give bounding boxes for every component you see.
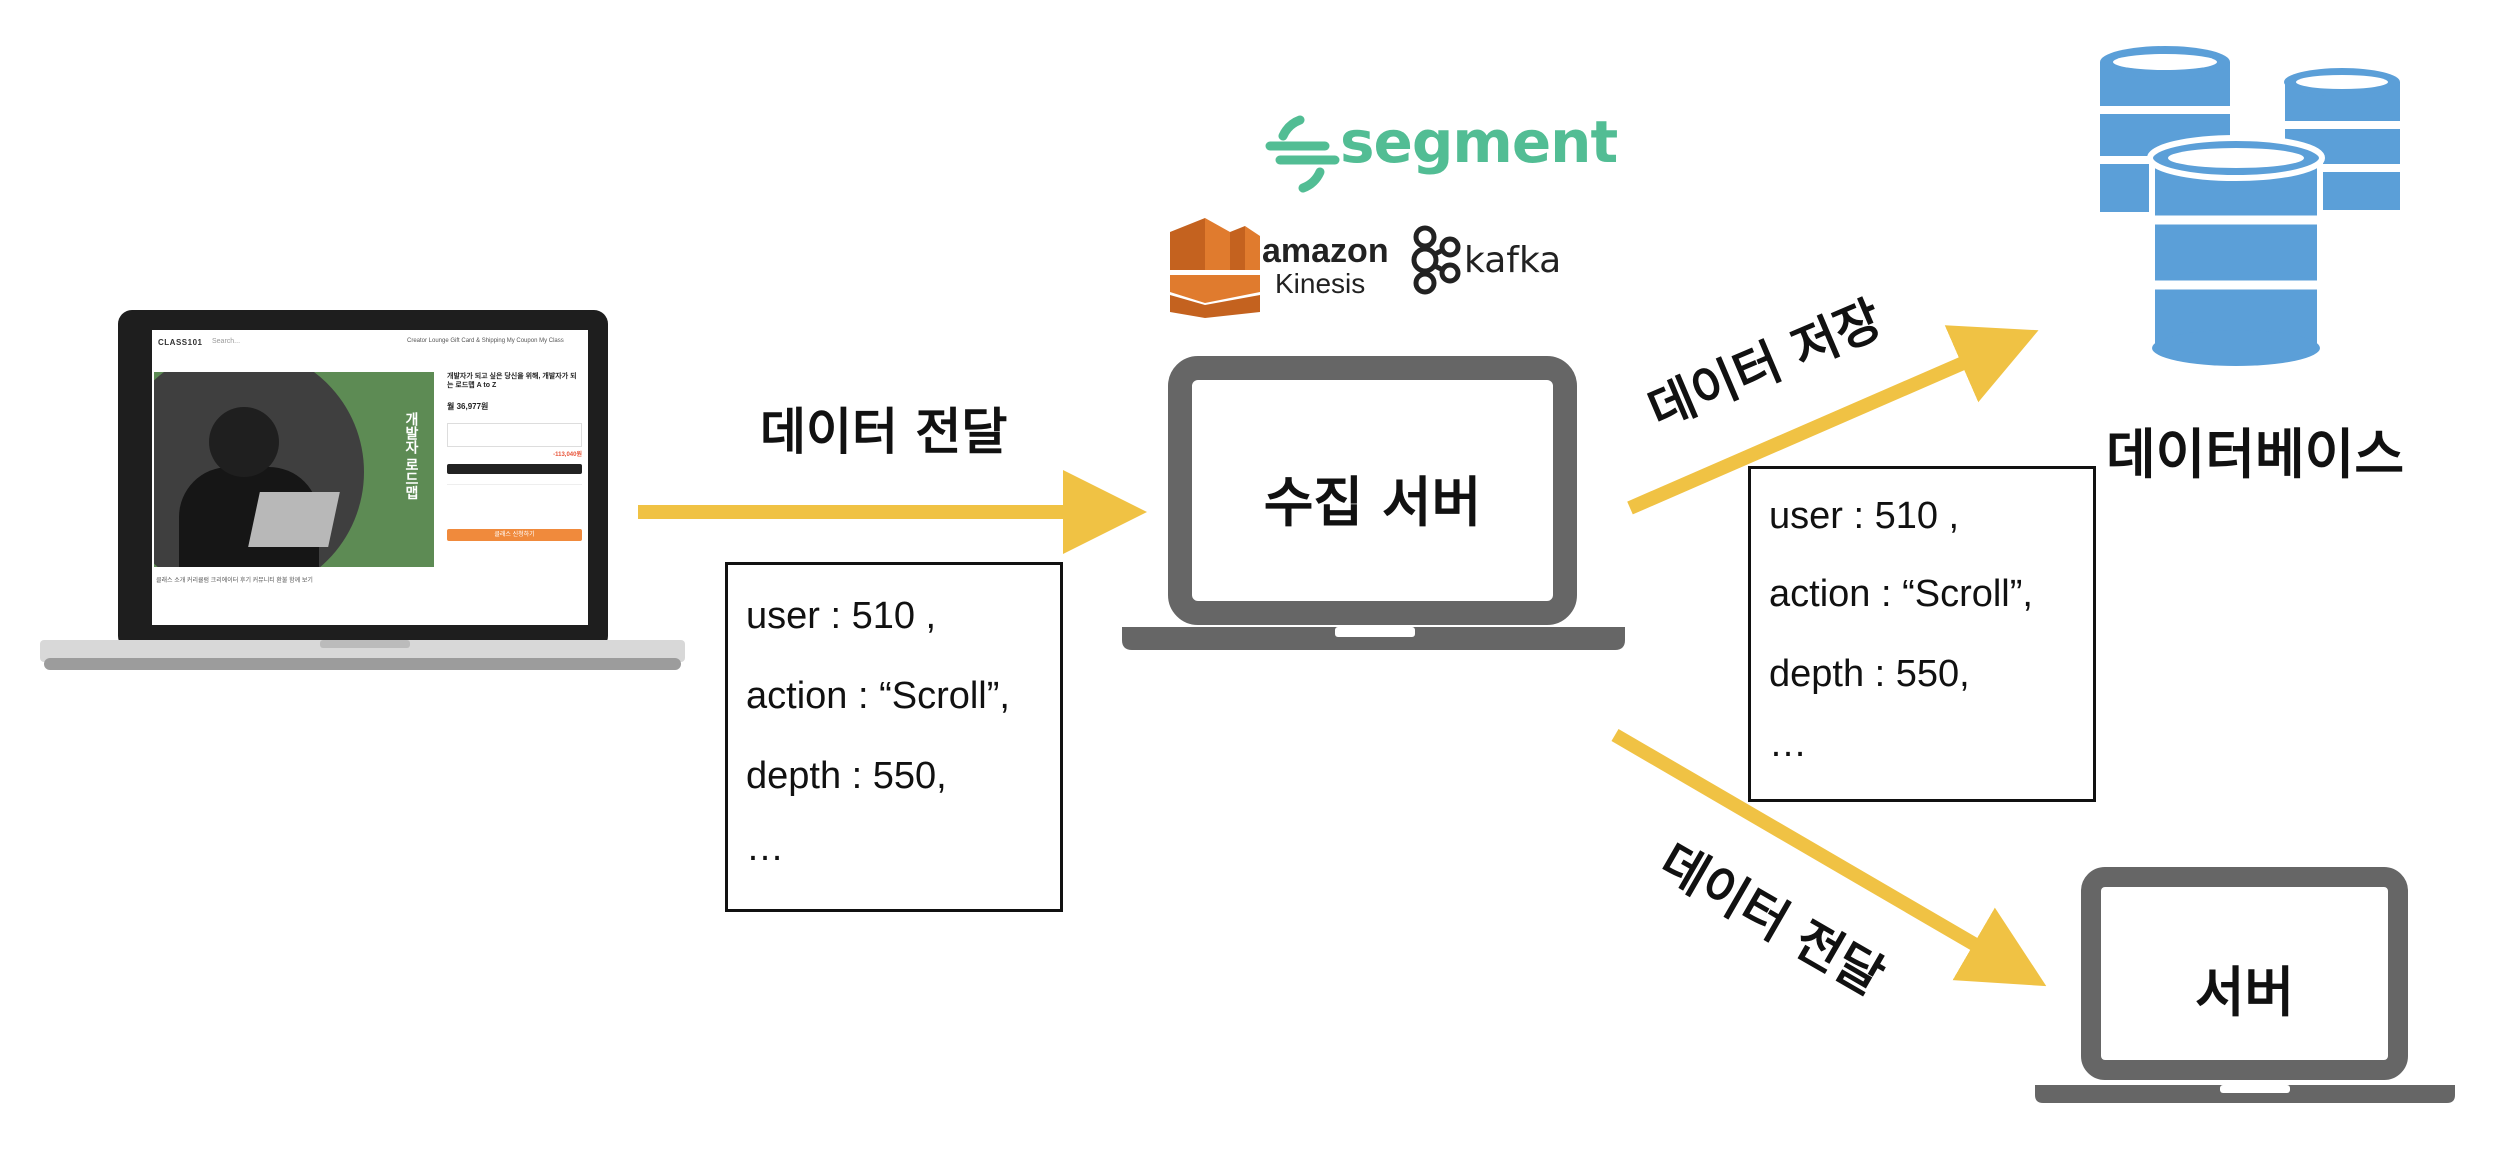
web-hero-image: 개발자 로드맵 — [154, 372, 434, 567]
payload-line: … — [746, 827, 784, 869]
client-web-page: CLASS101 Search... Creator Lounge Gift C… — [152, 330, 588, 625]
web-course-title: 개발자가 되고 싶은 당신을 위해, 개발자가 되는 로드맵 A to Z — [447, 373, 577, 389]
server-laptop — [2035, 867, 2455, 1103]
arrow-collector-to-db — [1627, 325, 2039, 515]
segment-logo-icon — [1265, 115, 1340, 193]
segment-logo: segment — [1340, 108, 1618, 176]
kinesis-logo-icon — [1170, 218, 1260, 318]
web-nav-links[interactable]: Creator Lounge Gift Card & Shipping My C… — [407, 338, 564, 344]
arrow-collector-to-server — [1611, 728, 2047, 987]
payload-box-right: user : 510 , action : “Scroll”, depth : … — [1748, 466, 2096, 802]
kafka-logo-icon — [1411, 225, 1461, 295]
payload-box-left: user : 510 , action : “Scroll”, depth : … — [725, 562, 1063, 912]
web-search-input[interactable]: Search... — [212, 338, 241, 345]
payload-line: … — [1769, 723, 1807, 765]
payload-line: user : 510 , — [1769, 495, 1960, 537]
web-discount: -113,040원 — [553, 452, 582, 458]
node-label-server: 서버 — [2194, 961, 2295, 1024]
web-tabs[interactable]: 클래스 소개 커리큘럼 크리에이터 후기 커뮤니티 환불 함께 보기 — [156, 578, 313, 584]
payload-line: depth : 550, — [746, 755, 947, 797]
payload-line: action : “Scroll”, — [746, 675, 1010, 717]
web-cta-button[interactable]: 클래스 신청하기 — [447, 529, 582, 541]
node-label-database: 데이터베이스 — [2105, 423, 2405, 486]
payload-line: action : “Scroll”, — [1769, 573, 2033, 615]
database-icon — [2100, 46, 2400, 366]
payload-line: user : 510 , — [746, 595, 937, 637]
edge-label-client-to-collector: 데이터 전달 — [760, 403, 1008, 461]
web-hero-title: 개발자 로드맵 — [404, 412, 420, 500]
payload-line: depth : 550, — [1769, 653, 1970, 695]
node-label-collector: 수집 서버 — [1263, 471, 1482, 534]
amazon-logo-text: amazon — [1262, 232, 1389, 270]
web-course-price: 월 36,977원 — [447, 402, 489, 411]
collector-laptop — [1122, 356, 1625, 650]
kafka-logo-text: kafka — [1464, 240, 1562, 281]
web-brand-logo: CLASS101 — [158, 338, 203, 347]
web-nav-bar: CLASS101 Search... Creator Lounge Gift C… — [152, 330, 588, 356]
kinesis-logo-text: Kinesis — [1275, 268, 1366, 299]
web-course-sidebar: 개발자가 되고 싶은 당신을 위해, 개발자가 되는 로드맵 A to Z 월 … — [447, 372, 582, 541]
